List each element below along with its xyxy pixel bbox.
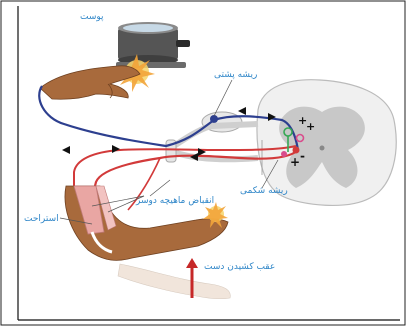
plus-sign-3: + (290, 155, 300, 169)
hot-pot-icon (116, 22, 190, 68)
hand-withdrawal-label: عقب کشیدن دست (204, 262, 275, 272)
relaxation-label: استراحت (24, 214, 59, 224)
dorsal-root-label: ریشه پشتی (214, 70, 257, 80)
biceps-contraction-label: انقباض ماهیچه دوسر (136, 196, 214, 206)
minus-sign: - (300, 149, 305, 163)
plus-sign-2: + (306, 120, 315, 133)
skin-label: پوست (80, 12, 104, 22)
ventral-root-label: ریشه شکمی (240, 186, 288, 196)
